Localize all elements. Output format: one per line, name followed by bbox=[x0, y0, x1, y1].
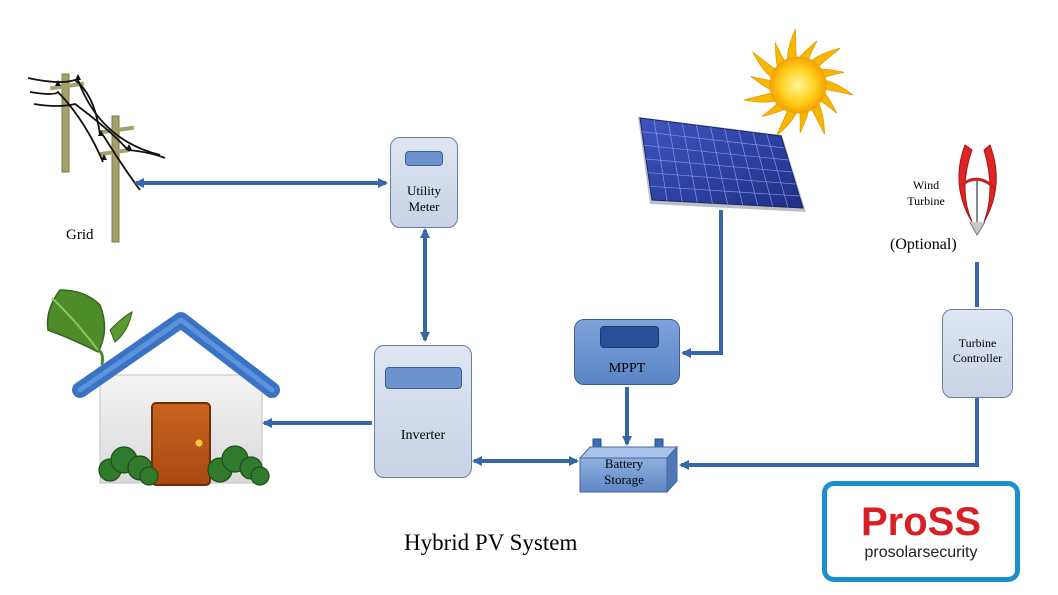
wind-turbine-optional-note: (Optional) bbox=[890, 236, 957, 253]
connection-arrows bbox=[134, 178, 979, 470]
house-icon bbox=[46, 289, 280, 486]
sun-ray bbox=[750, 76, 771, 91]
battery-icon bbox=[578, 438, 679, 494]
panel-cell-line bbox=[645, 158, 793, 173]
mppt-display bbox=[600, 326, 659, 348]
sun-ray bbox=[799, 110, 810, 134]
panel-cell-line bbox=[641, 131, 785, 149]
wind-turbine-label: Wind Turbine bbox=[896, 178, 956, 209]
wind-turbine-label-line1: Wind bbox=[912, 178, 940, 192]
mppt-box: MPPT bbox=[574, 319, 680, 385]
utility-meter-label-line1: Utility bbox=[407, 183, 441, 198]
turbine-controller-label-line2: Controller bbox=[952, 351, 1003, 365]
sun-ray bbox=[743, 92, 776, 103]
wind-turbine-label-line2: Turbine bbox=[907, 193, 945, 208]
solar-panel-icon bbox=[638, 117, 806, 212]
sun-icon bbox=[743, 28, 854, 137]
sun-ray bbox=[820, 92, 838, 114]
controller-battery-arrow bbox=[679, 398, 979, 470]
sun-ray bbox=[752, 51, 776, 78]
logo-sub-text: prosolarsecurity bbox=[864, 544, 978, 561]
grid-label: Grid bbox=[66, 227, 94, 243]
turbine-controller-label: Turbine Controller bbox=[943, 336, 1012, 366]
inverter-label: Inverter bbox=[400, 428, 446, 443]
diagram-caption: Hybrid PV System bbox=[404, 530, 578, 555]
battery-label-line1: Battery bbox=[604, 456, 644, 471]
sun-ray bbox=[799, 40, 818, 60]
sun-ray bbox=[820, 68, 845, 78]
sun-ray bbox=[787, 28, 797, 60]
sun-ray bbox=[825, 80, 854, 96]
sun-ray bbox=[774, 42, 785, 67]
sun-ray bbox=[761, 103, 785, 117]
sun-ray bbox=[775, 110, 797, 137]
panel-cell-line bbox=[647, 172, 796, 185]
inverter-box: Inverter bbox=[374, 345, 472, 478]
panel-mppt-arrow bbox=[681, 210, 723, 358]
utility-meter-display bbox=[405, 151, 443, 166]
logo-main-text: ProSS bbox=[860, 500, 982, 544]
pross-logo: ProSS prosolarsecurity bbox=[822, 481, 1020, 582]
sun-ray bbox=[811, 103, 825, 135]
battery-label-line2: Storage bbox=[604, 472, 644, 488]
power-grid-icon bbox=[27, 73, 166, 243]
turbine-controller-label-line1: Turbine bbox=[958, 336, 997, 350]
battery-label: Battery Storage bbox=[582, 456, 666, 489]
utility-meter-label-line2: Meter bbox=[408, 199, 440, 215]
turbine-controller-box: Turbine Controller bbox=[942, 309, 1013, 398]
mppt-label: MPPT bbox=[608, 361, 646, 376]
inverter-display bbox=[385, 367, 462, 389]
panel-cell-line bbox=[643, 144, 789, 161]
sun-ray bbox=[811, 47, 841, 67]
wind-turbine-icon bbox=[958, 144, 997, 237]
utility-meter-box: Utility Meter bbox=[390, 137, 458, 228]
panel-cell-line bbox=[649, 185, 800, 197]
utility-meter-label: Utility Meter bbox=[391, 183, 457, 216]
